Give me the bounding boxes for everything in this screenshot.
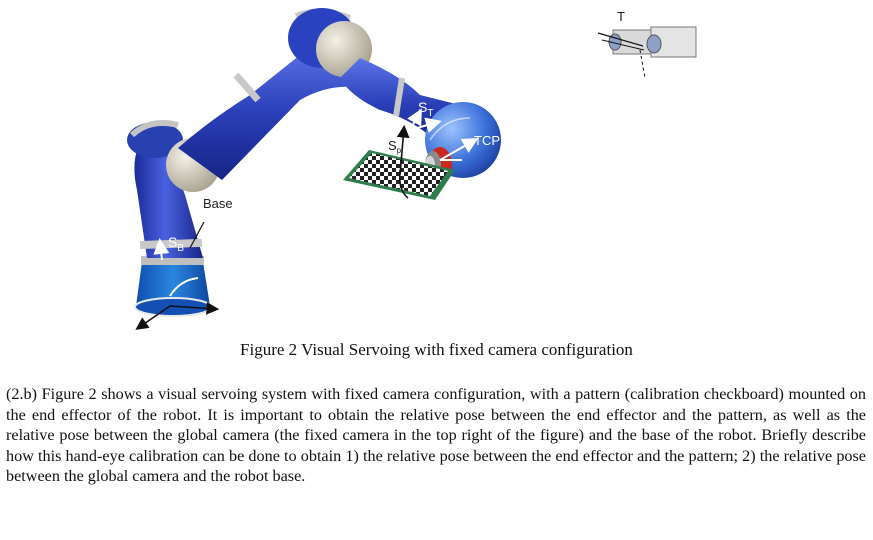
tcp-label: TCP xyxy=(474,133,500,148)
s-b-label: SB xyxy=(168,234,184,254)
s-t-label: ST xyxy=(418,99,433,119)
frame-arrows xyxy=(135,108,479,330)
upper-arm xyxy=(178,45,372,180)
s-p-main: S xyxy=(388,138,397,153)
s-t-main: S xyxy=(418,99,427,115)
s-t-sub: T xyxy=(427,108,433,119)
s-b-sub: B xyxy=(177,243,184,254)
lower-arm xyxy=(134,130,203,258)
figure-caption: Figure 2 Visual Servoing with fixed came… xyxy=(240,340,633,359)
robot-base xyxy=(134,256,212,317)
question-text: (2.b) Figure 2 shows a visual servoing s… xyxy=(6,385,866,486)
global-camera xyxy=(597,26,697,79)
base-label: Base xyxy=(203,196,233,211)
s-p-label: Sp xyxy=(388,138,402,155)
camera-t-label: T xyxy=(617,9,625,24)
s-b-main: S xyxy=(168,234,177,250)
s-p-sub: p xyxy=(397,146,402,155)
robot-figure: T xyxy=(127,8,697,330)
